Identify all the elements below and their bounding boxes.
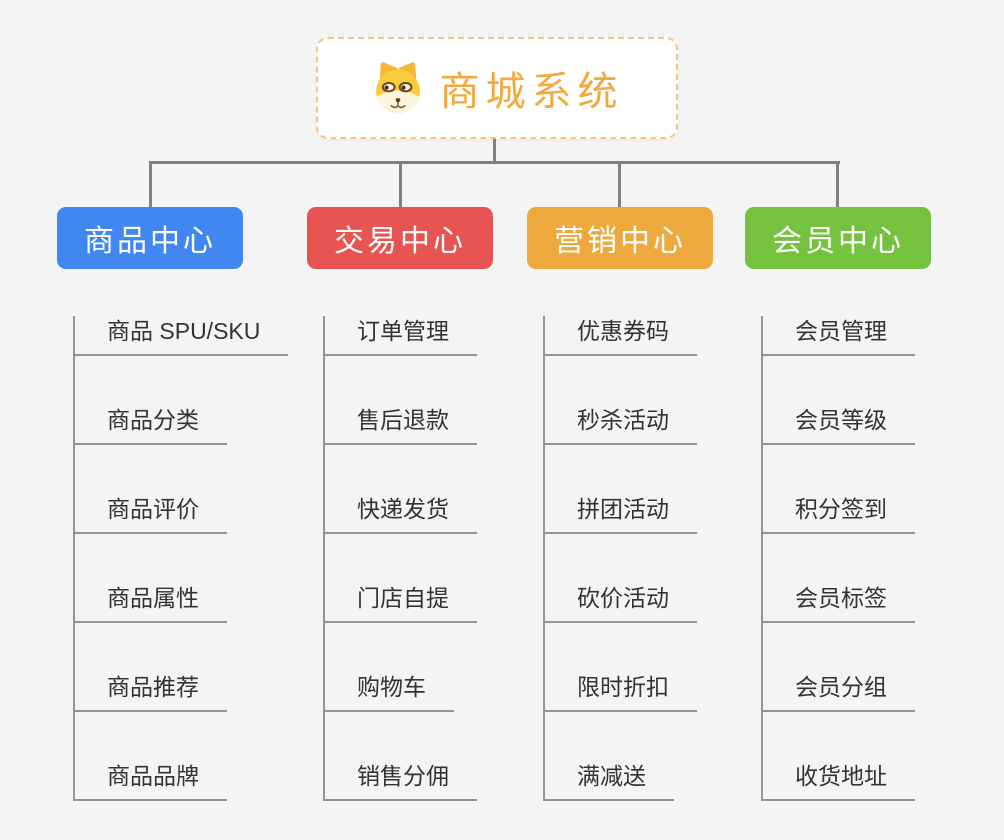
child-item[interactable]: 会员管理 — [761, 316, 915, 356]
child-item[interactable]: 优惠券码 — [543, 316, 697, 356]
connector-drop-marketing — [618, 161, 621, 207]
branch-product-center: 商品中心 商品 SPU/SKU 商品分类商品评价商品属性商品推荐商品品牌 — [57, 207, 289, 801]
connector-drop-product — [149, 161, 152, 207]
branch-children-product: 商品 SPU/SKU 商品分类商品评价商品属性商品推荐商品品牌 — [73, 316, 289, 801]
connector-trunk — [149, 161, 840, 164]
connector-root-stem — [493, 139, 496, 164]
branch-member-center: 会员中心 会员管理会员等级积分签到会员标签会员分组收货地址 — [745, 207, 931, 801]
branch-children-member: 会员管理会员等级积分签到会员标签会员分组收货地址 — [761, 316, 931, 801]
child-item[interactable]: 商品品牌 — [73, 761, 227, 801]
child-item[interactable]: 售后退款 — [323, 405, 477, 445]
child-item[interactable]: 商品推荐 — [73, 672, 227, 712]
branch-trade-center: 交易中心 订单管理售后退款快递发货门店自提购物车销售分佣 — [307, 207, 493, 801]
child-item[interactable]: 商品评价 — [73, 494, 227, 534]
child-item[interactable]: 商品 SPU/SKU — [73, 316, 289, 356]
child-item[interactable]: 满减送 — [543, 761, 674, 801]
child-item[interactable]: 会员等级 — [761, 405, 915, 445]
child-item[interactable]: 商品属性 — [73, 583, 227, 623]
child-item[interactable]: 会员分组 — [761, 672, 915, 712]
connector-drop-trade — [399, 161, 402, 207]
root-node[interactable]: 商城系统 — [316, 37, 678, 139]
child-item[interactable]: 商品分类 — [73, 405, 227, 445]
child-item[interactable]: 秒杀活动 — [543, 405, 697, 445]
child-item[interactable]: 快递发货 — [323, 494, 477, 534]
connector-drop-member — [836, 161, 839, 207]
child-item[interactable]: 销售分佣 — [323, 761, 477, 801]
branch-node-trade-center[interactable]: 交易中心 — [307, 207, 493, 269]
root-title: 商城系统 — [439, 70, 624, 114]
child-item[interactable]: 收货地址 — [761, 761, 915, 801]
branch-node-member-center[interactable]: 会员中心 — [745, 207, 931, 269]
branch-node-product-center[interactable]: 商品中心 — [57, 207, 243, 269]
child-item[interactable]: 会员标签 — [761, 583, 915, 623]
child-item[interactable]: 购物车 — [323, 672, 454, 712]
child-item[interactable]: 限时折扣 — [543, 672, 697, 712]
child-item[interactable]: 拼团活动 — [543, 494, 697, 534]
branch-node-marketing-center[interactable]: 营销中心 — [527, 207, 713, 269]
branch-children-trade: 订单管理售后退款快递发货门店自提购物车销售分佣 — [323, 316, 493, 801]
child-item[interactable]: 砍价活动 — [543, 583, 697, 623]
doge-icon — [371, 61, 425, 115]
child-item[interactable]: 门店自提 — [323, 583, 477, 623]
child-item[interactable]: 订单管理 — [323, 316, 477, 356]
child-item[interactable]: 积分签到 — [761, 494, 915, 534]
branch-marketing-center: 营销中心 优惠券码秒杀活动拼团活动砍价活动限时折扣满减送 — [527, 207, 713, 801]
branch-children-marketing: 优惠券码秒杀活动拼团活动砍价活动限时折扣满减送 — [543, 316, 713, 801]
